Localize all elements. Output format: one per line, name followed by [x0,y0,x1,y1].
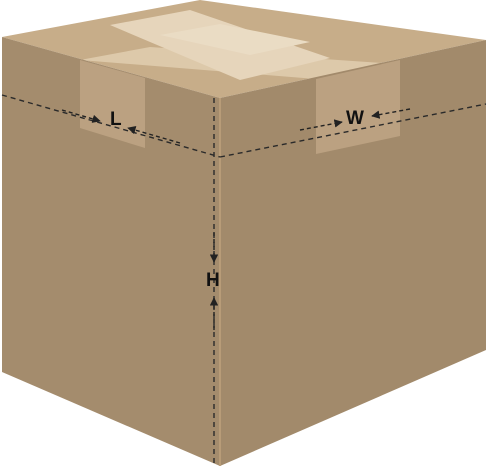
left-tape-flap [80,60,145,148]
length-guide-line [1,94,221,158]
height-label: H [206,270,220,291]
width-arrow-left [299,119,343,131]
length-label: L [110,109,122,130]
right-tape-flap [316,60,400,154]
width-label: W [346,108,364,129]
box-left-face [2,37,220,466]
width-guide-line [219,103,486,158]
box-right-face [220,40,486,466]
length-arrow-right [127,126,181,144]
top-tape-center [160,24,310,55]
